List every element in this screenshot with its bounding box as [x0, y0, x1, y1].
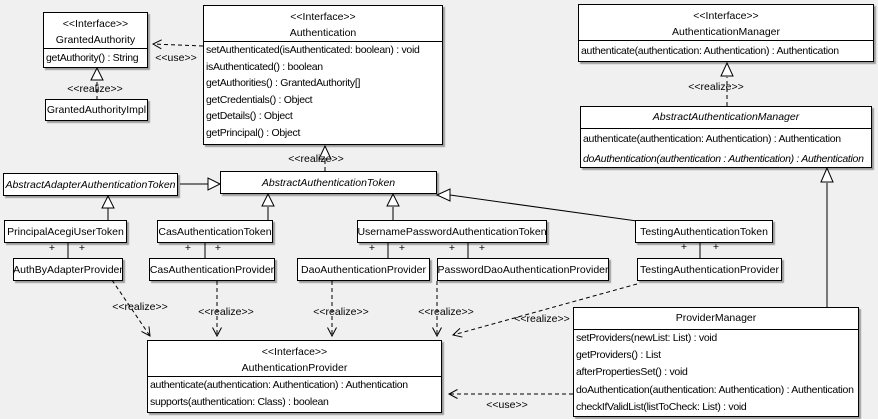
- class-box-principal-acegi-user-token[interactable]: PrincipalAcegiUserToken: [4, 220, 127, 243]
- class-header: <<Interface>> AuthenticationProvider: [148, 341, 441, 377]
- method: checkIfValidList(listToCheck: List) : vo…: [576, 400, 747, 413]
- stereotype-label: <<Interface>>: [62, 18, 129, 30]
- realize-label: <<realize>>: [112, 301, 168, 313]
- method: authenticate(authentication: Authenticat…: [583, 133, 841, 145]
- class-box-abstract-adapter-authentication-token[interactable]: AbstractAdapterAuthenticationToken: [3, 173, 178, 196]
- association-end-label: +: [214, 242, 222, 254]
- method: setProviders(newList: List) : void: [576, 332, 717, 344]
- class-box-granted-authority[interactable]: <<Interface>> GrantedAuthority getAuthor…: [43, 12, 148, 68]
- class-box-authentication-manager[interactable]: <<Interface>> AuthenticationManager auth…: [578, 4, 874, 62]
- method: getAuthorities() : GrantedAuthority[]: [206, 77, 361, 89]
- class-box-dao-authentication-provider[interactable]: DaoAuthenticationProvider: [297, 258, 430, 281]
- class-box-username-password-authentication-token[interactable]: UsernamePasswordAuthenticationToken: [357, 220, 547, 243]
- method: supports(authentication: Class) : boolea…: [150, 396, 329, 409]
- class-header: <<Interface>> Authentication: [204, 6, 442, 42]
- method: authenticate(authentication: Authenticat…: [150, 379, 408, 391]
- association-end-label: +: [448, 242, 456, 254]
- method: afterPropertiesSet() : void: [576, 366, 688, 379]
- association-end-label: +: [712, 241, 720, 253]
- class-box-cas-authentication-token[interactable]: CasAuthenticationToken: [157, 220, 273, 243]
- class-name: PasswordDaoAuthenticationProvider: [437, 263, 609, 276]
- class-name: AbstractAuthenticationManager: [581, 107, 871, 129]
- method: getPrincipal() : Object: [206, 126, 301, 139]
- class-box-testing-authentication-provider[interactable]: TestingAuthenticationProvider: [637, 258, 782, 281]
- class-box-provider-manager[interactable]: ProviderManager setProviders(newList: Li…: [573, 307, 859, 417]
- method: getAuthority() : String: [46, 52, 139, 64]
- class-name: Authentication: [289, 27, 357, 39]
- class-box-authentication-provider[interactable]: <<Interface>> AuthenticationProvider aut…: [147, 340, 442, 413]
- class-box-abstract-authentication-token[interactable]: AbstractAuthenticationToken: [220, 171, 437, 194]
- class-box-cas-authentication-provider[interactable]: CasAuthenticationProvider: [149, 258, 275, 281]
- association-end-label: +: [48, 242, 56, 254]
- class-box-testing-authentication-token[interactable]: TestingAuthenticationToken: [635, 220, 773, 243]
- realize-label: <<realize>>: [198, 306, 254, 318]
- realize-label: <<realize>>: [67, 83, 123, 95]
- class-name: PrincipalAcegiUserToken: [7, 225, 124, 238]
- association-end-label: +: [478, 242, 486, 254]
- method: getDetails() : Object: [206, 110, 293, 122]
- realize-label: <<realize>>: [288, 153, 344, 165]
- association-end-label: +: [368, 242, 376, 254]
- class-name: ProviderManager: [574, 308, 858, 330]
- class-name: AbstractAuthenticationToken: [261, 176, 396, 189]
- class-name: AuthenticationProvider: [241, 362, 348, 374]
- class-name: TestingAuthenticationProvider: [640, 263, 779, 276]
- class-name: GrantedAuthorityImpl: [46, 104, 147, 116]
- realize-label: <<realize>>: [688, 81, 744, 93]
- method: doAuthentication(authentication : Authen…: [583, 153, 864, 165]
- method: authenticate(authentication: Authenticat…: [581, 45, 839, 57]
- class-box-abstract-authentication-manager[interactable]: AbstractAuthenticationManager authentica…: [580, 106, 872, 168]
- class-box-granted-authority-impl[interactable]: GrantedAuthorityImpl: [45, 99, 148, 121]
- class-header: <<Interface>> GrantedAuthority: [44, 13, 147, 49]
- class-name: AuthenticationManager: [672, 26, 780, 38]
- class-box-auth-by-adapter-provider[interactable]: AuthByAdapterProvider: [13, 258, 123, 281]
- class-box-authentication[interactable]: <<Interface>> Authentication setAuthenti…: [203, 5, 443, 145]
- method: doAuthentication(authentication: Authent…: [576, 383, 854, 396]
- association-end-label: +: [184, 242, 192, 254]
- class-name: UsernamePasswordAuthenticationToken: [357, 225, 547, 238]
- method: getCredentials() : Object: [206, 93, 313, 106]
- association-end-label: +: [78, 242, 86, 254]
- class-box-password-dao-authentication-provider[interactable]: PasswordDaoAuthenticationProvider: [437, 258, 609, 281]
- stereotype-label: <<Interface>>: [693, 10, 759, 22]
- class-name: GrantedAuthority: [55, 34, 136, 46]
- class-name: TestingAuthenticationToken: [640, 225, 768, 238]
- class-header: <<Interface>> AuthenticationManager: [579, 5, 873, 41]
- association-end-label: +: [398, 242, 406, 254]
- association-end-label: +: [680, 241, 688, 253]
- use-label: <<use>>: [155, 52, 197, 64]
- class-name: AuthByAdapterProvider: [13, 263, 123, 276]
- stereotype-label: <<Interface>>: [290, 11, 356, 23]
- realize-label: <<realize>>: [418, 306, 474, 318]
- class-name: AbstractAdapterAuthenticationToken: [5, 178, 176, 191]
- method: setAuthenticated(isAuthenticated: boolea…: [206, 44, 420, 56]
- method: isAuthenticated() : boolean: [206, 60, 323, 73]
- use-label: <<use>>: [486, 399, 528, 411]
- class-name: CasAuthenticationProvider: [149, 263, 275, 276]
- realize-label: <<realize>>: [514, 313, 570, 325]
- method: getProviders() : List: [576, 349, 661, 362]
- stereotype-label: <<Interface>>: [261, 346, 328, 358]
- class-name: CasAuthenticationToken: [158, 225, 272, 238]
- realize-label: <<realize>>: [313, 306, 369, 318]
- class-name: DaoAuthenticationProvider: [301, 263, 426, 276]
